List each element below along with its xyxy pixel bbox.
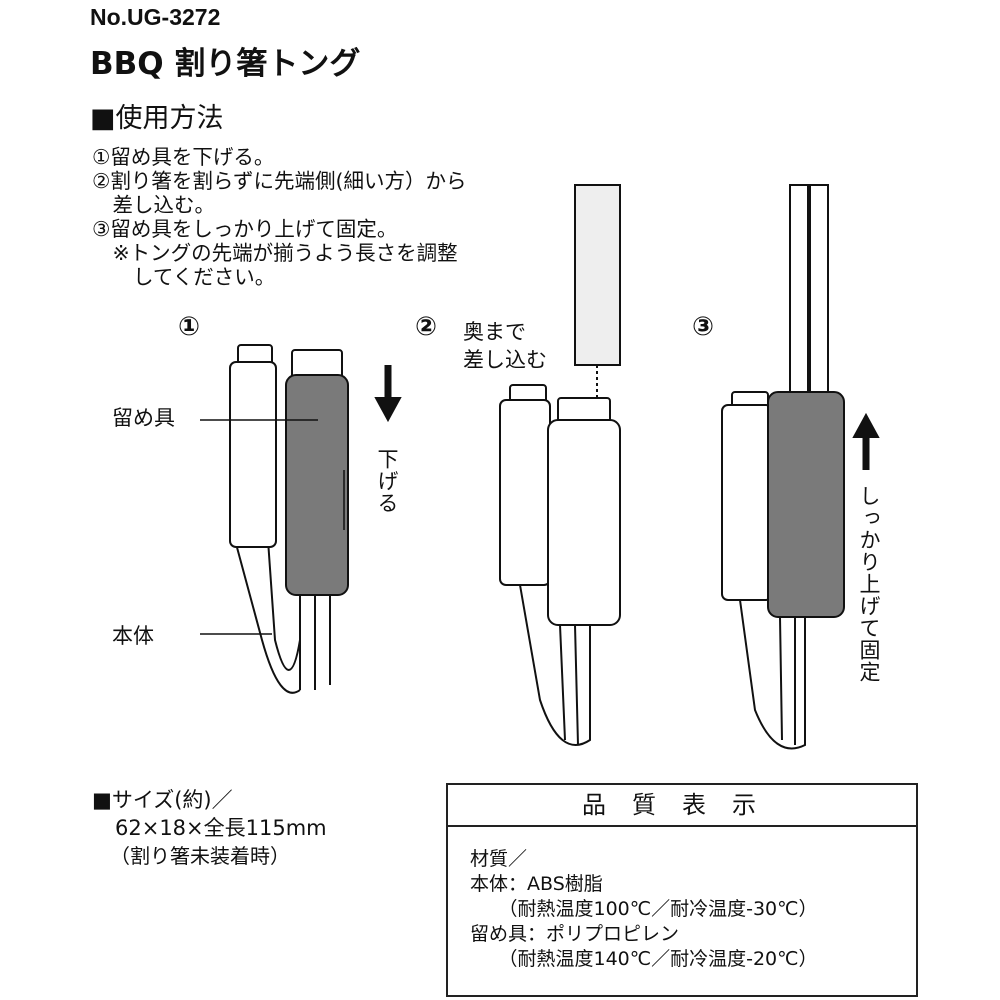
quality-line: 留め具：ポリプロピレン [470,923,680,945]
usage-line: してください。 [92,265,276,289]
step2-number: ② [415,312,438,342]
body-label: 本体 [112,624,154,648]
quality-title: 品質表示 [448,785,916,827]
quality-line: 本体：ABS樹脂 [470,873,603,895]
usage-line: 差し込む。 [92,193,215,217]
product-title: BBQ 割り箸トング [90,46,361,82]
size-note: （割り箸未装着時） [110,844,290,868]
size-dimensions: 62×18×全長115mm [115,816,327,840]
quality-label-box: 品質表示 材質／ 本体：ABS樹脂 （耐熱温度100℃／耐冷温度-30℃） 留め… [446,783,918,997]
quality-line: （耐熱温度140℃／耐冷温度-20℃） [470,948,818,970]
usage-line: ③留め具をしっかり上げて固定。 [92,217,398,241]
step3-action: しっかり上げて固定 [857,485,881,683]
usage-line: ②割り箸を割らずに先端側(細い方）から [92,169,467,193]
size-heading: ■サイズ(約)／ [92,788,233,812]
tong-step1-illustration [200,344,402,694]
step1-action: 下げる [375,448,399,514]
tong-step2-illustration [499,184,621,746]
quality-line: （耐熱温度100℃／耐冷温度-30℃） [470,898,818,920]
tong-step3-illustration [721,184,880,750]
usage-line: ①留め具を下げる。 [92,145,275,169]
usage-line: ※トングの先端が揃うよう長さを調整 [92,241,458,265]
usage-heading: ■使用方法 [90,103,224,134]
step3-number: ③ [692,312,715,342]
quality-line: 材質／ [470,848,528,870]
step2-action-line2: 差し込む [463,348,547,372]
step2-action-line1: 奥まで [463,320,526,344]
step1-number: ① [178,312,201,342]
clip-label: 留め具 [112,406,175,430]
product-code: No.UG-3272 [90,4,221,30]
